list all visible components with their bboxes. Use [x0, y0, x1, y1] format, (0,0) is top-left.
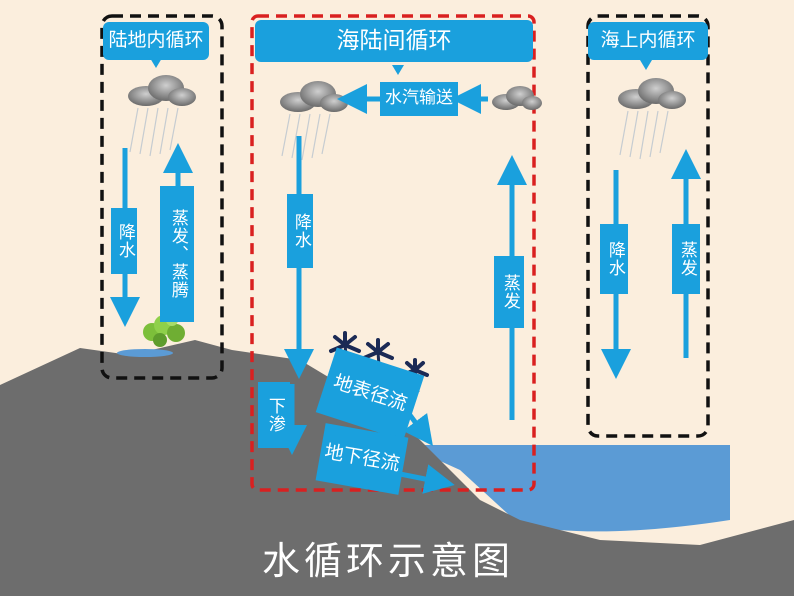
vapor-transport-label: 水汽输送: [380, 82, 458, 116]
land-cycle-box: [100, 14, 224, 380]
sea-evap-label: 蒸发: [672, 224, 700, 294]
sea-precip-label: 降水: [600, 224, 628, 294]
sea-cycle-box: [586, 14, 710, 438]
cloud-icon: [492, 86, 542, 110]
sea-cycle-label: 海上内循环: [588, 22, 708, 60]
land-cycle-label: 陆地内循环: [103, 22, 209, 60]
mid-precip-label: 降水: [287, 194, 313, 268]
cloud-icon: [128, 75, 196, 157]
cloud-icon: [618, 78, 686, 160]
sea-land-cycle-label: 海陆间循环: [255, 20, 533, 62]
lake: [117, 349, 173, 357]
mid-evap-label: 蒸发: [494, 256, 524, 328]
cloud-icon: [280, 81, 348, 161]
land-precip-label: 降水: [111, 208, 137, 274]
ocean: [405, 445, 730, 532]
land-evap-label: 蒸发、蒸腾: [160, 186, 194, 322]
diagram-title: 水循环示意图: [262, 539, 515, 583]
infiltration-label: 下渗: [258, 382, 290, 448]
